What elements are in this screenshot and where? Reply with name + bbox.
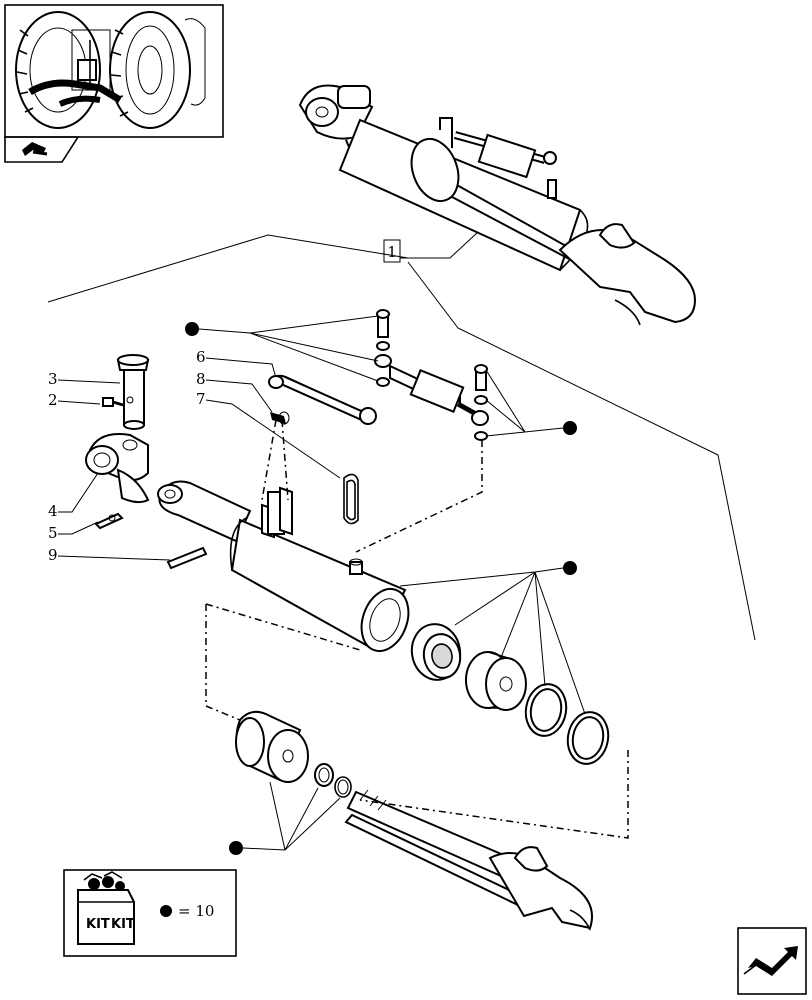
kit-label-2: KIT [111, 917, 135, 932]
view-toggle-icon [22, 142, 48, 156]
thumbnail-frame[interactable] [4, 4, 224, 138]
callout-9-text: 9 [48, 546, 58, 564]
part-bolt [102, 397, 124, 407]
kit-label-1: KIT [86, 917, 110, 932]
part-lock-pin [270, 411, 290, 425]
callout-7[interactable]: 7 [196, 390, 341, 479]
callout-3-text: 3 [48, 370, 58, 388]
assembled-top-link [298, 84, 697, 326]
kit-legend-equals: = 10 [178, 902, 214, 920]
arrow-next-icon [743, 946, 798, 976]
assembly-path-port [355, 440, 483, 553]
kit-legend-dot [160, 905, 172, 917]
callout-8-text: 8 [196, 370, 206, 388]
part-snap-ring [343, 473, 359, 525]
tractor-rear-thumbnail [15, 11, 206, 129]
callout-8[interactable]: 8 [196, 370, 273, 413]
kit-marker-seals[interactable] [399, 561, 586, 715]
kit-marker-top[interactable] [185, 315, 379, 382]
callout-1[interactable]: 1 [383, 231, 479, 263]
callout-5-text: 5 [48, 524, 58, 542]
kit-marker-right[interactable] [485, 369, 577, 437]
callout-7-text: 7 [196, 390, 206, 408]
part-small-ring-2 [334, 776, 352, 798]
part-clip [94, 512, 124, 530]
callout-2[interactable]: 2 [48, 391, 101, 409]
part-clevis [85, 433, 150, 504]
callout-4-text: 4 [48, 502, 58, 520]
reference-line-right [407, 261, 756, 641]
kit-marker-lower[interactable] [229, 781, 341, 855]
part-lower-piston [235, 710, 309, 783]
part-piston-rod [344, 789, 593, 931]
callout-6-text: 6 [196, 348, 206, 366]
callout-2-text: 2 [48, 391, 58, 409]
assembly-path-bracket [261, 419, 289, 501]
part-cylinder-body [157, 480, 410, 652]
callout-1-text: 1 [387, 243, 397, 261]
kit-legend-box: KIT KIT = 10 [63, 869, 237, 957]
assembly-path-left [205, 604, 241, 721]
thumbnail-tab[interactable] [4, 136, 80, 163]
part-o-ring-2 [566, 711, 610, 765]
part-adjuster-turnbuckle [374, 309, 489, 441]
callout-6[interactable]: 6 [196, 348, 277, 379]
part-gland [410, 623, 462, 681]
reference-line-left [47, 234, 409, 303]
callout-5[interactable]: 5 [48, 521, 99, 542]
kit-box-icon: KIT KIT [77, 871, 135, 945]
callout-9[interactable]: 9 [48, 546, 171, 564]
part-stud-rod [268, 374, 377, 425]
callout-4[interactable]: 4 [48, 469, 101, 520]
part-piston [465, 651, 527, 711]
part-roll-pin [166, 546, 208, 570]
assembly-path-top [205, 603, 361, 651]
part-o-ring-1 [524, 683, 568, 737]
assembly-path-right [359, 750, 629, 839]
part-pin [116, 354, 150, 430]
next-page-button[interactable] [737, 927, 807, 995]
callout-3[interactable]: 3 [48, 370, 121, 388]
part-small-ring-1 [314, 763, 334, 787]
